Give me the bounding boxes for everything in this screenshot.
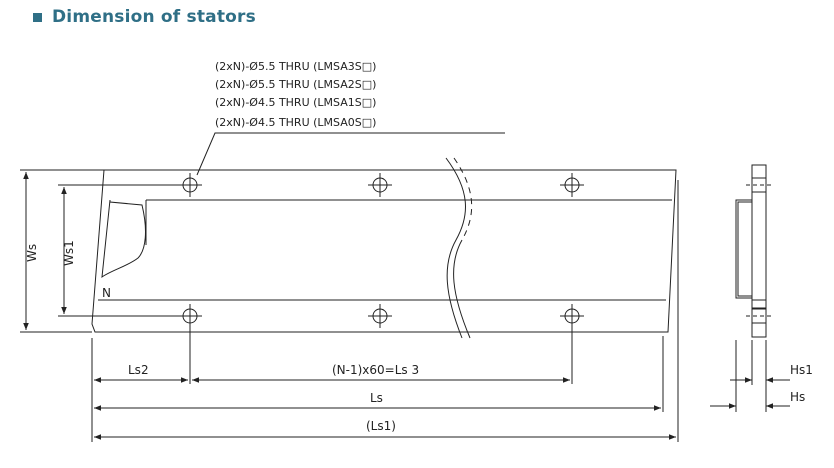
hole-callout: (2xN)-Ø5.5 THRU (LMSA3S□) (2xN)-Ø5.5 THR…: [196, 60, 505, 176]
mounting-holes: [178, 173, 584, 328]
callout-line-1: (2xN)-Ø5.5 THRU (LMSA3S□): [215, 60, 376, 73]
callout-line-2: (2xN)-Ø5.5 THRU (LMSA2S□): [215, 78, 376, 91]
stator-outline: [91, 169, 677, 333]
label-ls3: (N-1)x60=Ls 3: [332, 363, 419, 377]
label-ls2: Ls2: [128, 363, 149, 377]
label-hs1: Hs1: [790, 363, 813, 377]
hole-bottom-2: [368, 304, 392, 328]
label-n: N: [102, 286, 111, 300]
stator-body: [91, 157, 677, 339]
label-hs: Hs: [790, 390, 805, 404]
dim-ws1: [58, 184, 182, 317]
heading-text: Dimension of stators: [52, 7, 256, 27]
section-heading: Dimension of stators: [33, 6, 256, 28]
callout-line-3: (2xN)-Ø4.5 THRU (LMSA1S□): [215, 96, 376, 109]
callout-line-4: (2xN)-Ø4.5 THRU (LMSA0S□): [215, 116, 376, 129]
break-line-left: [445, 157, 466, 339]
break-line-right: [453, 239, 471, 339]
dim-ws: [20, 169, 104, 333]
break-line-dashed: [453, 157, 473, 241]
extension-lines: [91, 180, 679, 442]
magnet-end-detail: [101, 199, 146, 279]
label-ws: Ws: [25, 244, 39, 262]
hole-bottom-3: [560, 304, 584, 328]
label-ls: Ls: [370, 391, 383, 405]
hole-top-2: [368, 173, 392, 197]
heading-bullet-icon: [33, 12, 42, 22]
label-ws1: Ws1: [62, 240, 76, 266]
label-ls1: (Ls1): [366, 419, 396, 433]
leader-line: [196, 132, 505, 176]
hole-top-3: [560, 173, 584, 197]
side-view: [710, 164, 790, 412]
